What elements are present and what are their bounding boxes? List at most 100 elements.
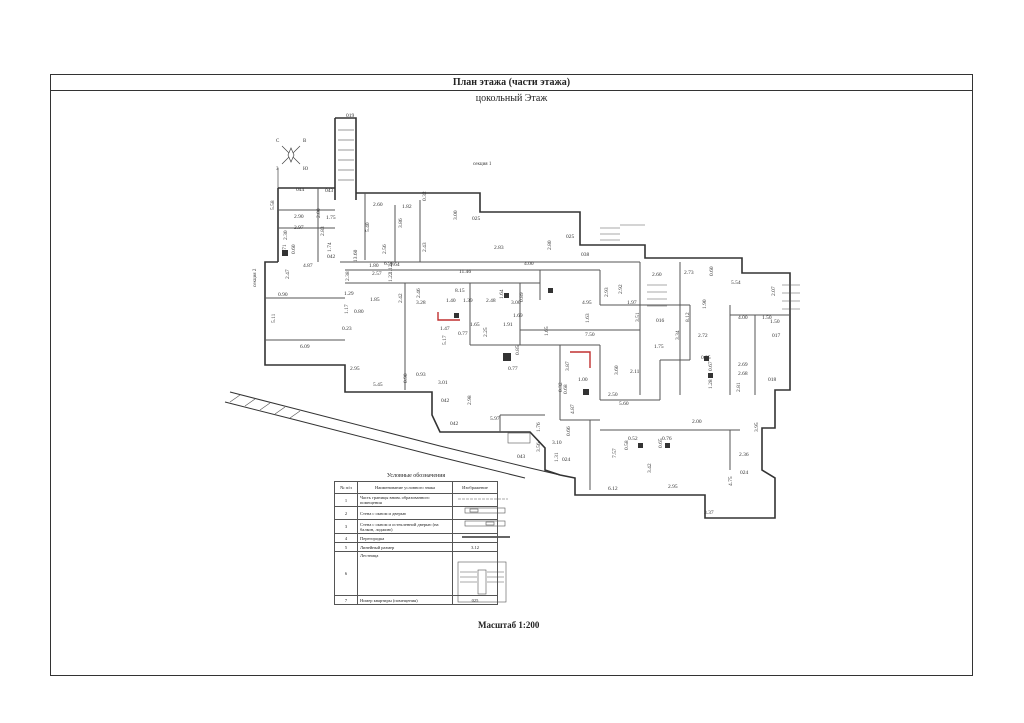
legend-row-image [452,506,498,520]
compass-north-label: С [276,139,280,144]
dimension-label: 2.60 [373,202,383,208]
dimension-label: 5.17 [442,335,448,345]
dimension-label: 2.73 [684,270,694,276]
dimension-label: 2.48 [486,298,496,304]
dimension-label: 4.87 [303,263,313,269]
dimension-label: 0.93 [416,372,426,378]
dimension-label: 8.12 [685,312,691,322]
dimension-label: 1.97 [627,300,637,306]
dimension-label: 1.47 [440,326,450,332]
dimension-label: 2.43 [422,242,428,252]
dimension-label: 3.60 [614,365,620,375]
dimension-label: 1.29 [344,291,354,297]
legend-row-image [452,519,498,534]
dimension-label: 0.71 [282,244,288,254]
dimension-label: 1.12 [388,264,394,274]
dimension-label: 1.75 [654,344,664,350]
dimension-label: 5.40 [365,222,371,232]
dimension-label: 7.50 [585,332,595,338]
dimension-label: 3.56 [536,442,542,452]
dimension-label: 6.12 [608,486,618,492]
dimension-label: 1.00 [578,377,588,383]
sheet-title: План этажа (части этажа) [51,75,972,91]
dimension-label: 1.65 [470,322,480,328]
building-outline [224,117,791,519]
dimension-label: 1.28 [708,379,714,389]
legend-row-image [452,551,498,596]
dimension-label: 1.90 [702,299,708,309]
dimension-label: 1.63 [585,313,591,323]
dimension-label: 1.76 [536,422,542,432]
compass-east-label: В [303,139,307,144]
dimension-label: 0.80 [354,309,364,315]
dimension-label: 2.30 [283,230,289,240]
legend-table: № п/п Наименование условного знака Изобр… [334,481,498,605]
dimension-label: 2.80 [547,240,553,250]
dimension-label: 1.69 [513,313,523,319]
dimension-label: 2.36 [739,452,749,458]
dimension-label: 2.00 [316,208,322,218]
dimension-label: 2.92 [618,284,624,294]
dimension-label: 0.89 [519,292,525,302]
dimension-label: 1.65 [544,326,550,336]
dimension-label: 11.46 [459,269,471,275]
dimension-label: 2.47 [285,269,291,279]
dimension-label: 1.31 [554,452,560,462]
legend-header-image: Изображение [452,481,498,494]
dimension-label: 2.38 [345,271,351,281]
dimension-label: 5.58 [270,200,276,210]
dimension-label: 2.98 [467,395,473,405]
legend-row-name: Перегородка [357,533,453,543]
dimension-label: 1.74 [327,242,333,252]
dimension-label: 4.00 [524,261,534,267]
dimension-label: 1.64 [390,262,400,268]
dimension-label: 13.60 [353,249,359,262]
legend-row-name: Часть границы вновь образованного помеще… [357,493,453,507]
dimension-label: 2.50 [608,392,618,398]
legend-row-image: 025 [452,595,498,605]
dimension-label: 2.00 [692,419,702,425]
dimension-label: 0.77 [508,366,518,372]
compass-rose-icon [277,145,301,200]
dimension-label: 2.46 [416,288,422,298]
dimension-label: 0.60 [709,266,715,276]
dimension-label: 0.65 [658,438,664,448]
legend-row-number: 2 [334,506,358,520]
dimension-label: 0.76 [662,436,672,442]
dimension-label: 2.56 [382,244,388,254]
legend-row-name: Номер квартиры (помещения) [357,595,453,605]
dimension-label: 025 [566,234,575,240]
dimension-label: 2.97 [294,225,304,231]
legend-row-number: 3 [334,519,358,534]
legend-title: Условные обозначения [386,473,446,479]
dimension-label: 1.40 [446,298,456,304]
dimension-label: 0.67 [708,361,714,371]
legend-header-name: Наименование условного знака [357,481,453,494]
dimension-label: 1.75 [326,215,336,221]
legend-row-name: Стена с окном и остекленной дверью (на б… [357,519,453,534]
dimension-label: 1.50 [770,319,780,325]
dimension-label: 4.75 [728,476,734,486]
dimension-label: 4.00 [738,315,748,321]
dimension-label: 3.51 [635,312,641,322]
dimension-label: 3.37 [704,510,714,516]
dimension-label: 3.28 [416,300,426,306]
dimension-label: 0.32 [422,191,428,201]
dimension-label: 1.22 [388,272,394,282]
dimension-label: 8.15 [455,288,465,294]
dimension-label: 024 [740,470,749,476]
dimension-label: 3.34 [675,330,681,340]
dimension-label: 1.91 [503,322,513,328]
dimension-label: 2.95 [350,366,360,372]
compass-west-label: З [276,167,279,172]
red-partitions [437,312,591,368]
legend-row-image [452,493,498,507]
dimension-label: 2.42 [398,293,404,303]
floor-name: цокольный Этаж [475,93,548,104]
dimension-label: 1.50 [762,315,772,321]
legend-row-name: Линейный размер [357,542,453,552]
dimension-label: 6.98 [384,261,394,267]
dimension-label: 1.80 [369,263,379,269]
scale-label: Масштаб 1:200 [478,620,540,630]
